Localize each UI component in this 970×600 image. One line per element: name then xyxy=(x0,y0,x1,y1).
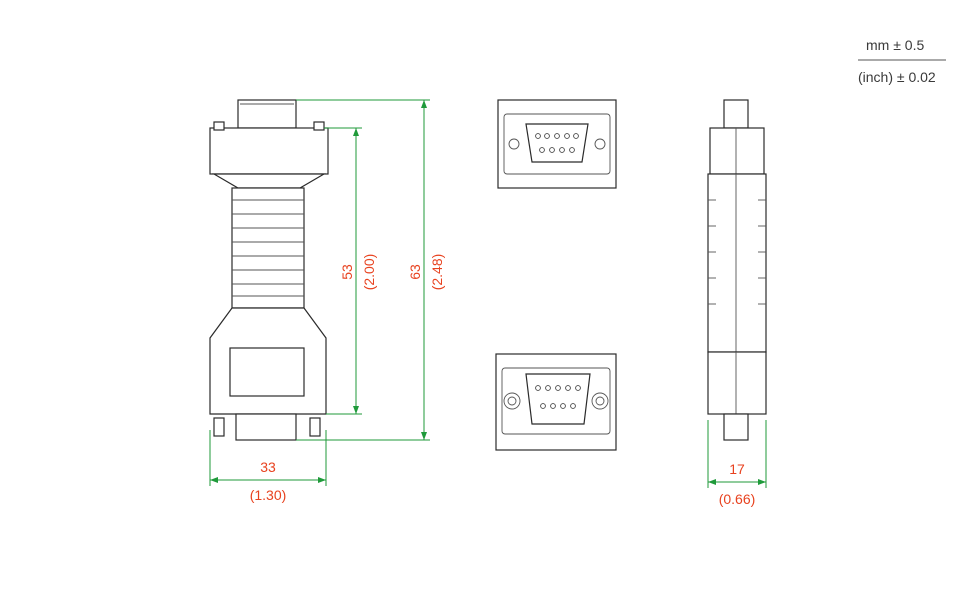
side-top-connector xyxy=(723,99,749,129)
top-db9-pins xyxy=(535,133,579,153)
front-inner-height-dimension: 53 (2.00) xyxy=(324,127,377,415)
side-lower-body xyxy=(707,351,767,415)
side-body-ribs xyxy=(708,199,766,305)
tolerance-mm: mm ± 0.5 xyxy=(866,37,924,53)
front-upper-taper xyxy=(211,173,327,189)
front-grip xyxy=(231,187,305,309)
bottom-db9-plug xyxy=(525,373,591,425)
top-db9-socket xyxy=(525,123,589,163)
front-grip-ribs xyxy=(232,199,304,297)
front-inner-height-inch: (2.00) xyxy=(361,254,377,291)
front-total-height-mm: 63 xyxy=(407,264,423,280)
bottom-end-view xyxy=(495,353,617,451)
tolerance-inch: (inch) ± 0.02 xyxy=(858,69,936,85)
front-total-height-dimension: 63 (2.48) xyxy=(296,99,445,441)
front-inner-height-mm: 53 xyxy=(339,264,355,280)
front-width-inch: (1.30) xyxy=(250,487,287,503)
bottom-db9-pins xyxy=(535,385,581,409)
front-label-window xyxy=(229,347,305,397)
tolerance-note: mm ± 0.5 (inch) ± 0.02 xyxy=(858,37,946,85)
front-top-flange xyxy=(209,127,329,175)
front-width-mm: 33 xyxy=(260,459,276,475)
side-top-flange xyxy=(709,127,765,175)
front-width-dimension: 33 (1.30) xyxy=(209,430,327,503)
side-width-dimension: 17 (0.66) xyxy=(707,420,767,507)
side-bottom-connector xyxy=(723,413,749,441)
front-bottom-connector xyxy=(235,413,297,441)
side-width-mm: 17 xyxy=(729,461,745,477)
side-width-inch: (0.66) xyxy=(719,491,756,507)
front-view xyxy=(209,99,329,441)
side-body xyxy=(707,173,767,353)
side-view xyxy=(707,99,767,441)
top-end-view xyxy=(497,99,617,189)
front-total-height-inch: (2.48) xyxy=(429,254,445,291)
